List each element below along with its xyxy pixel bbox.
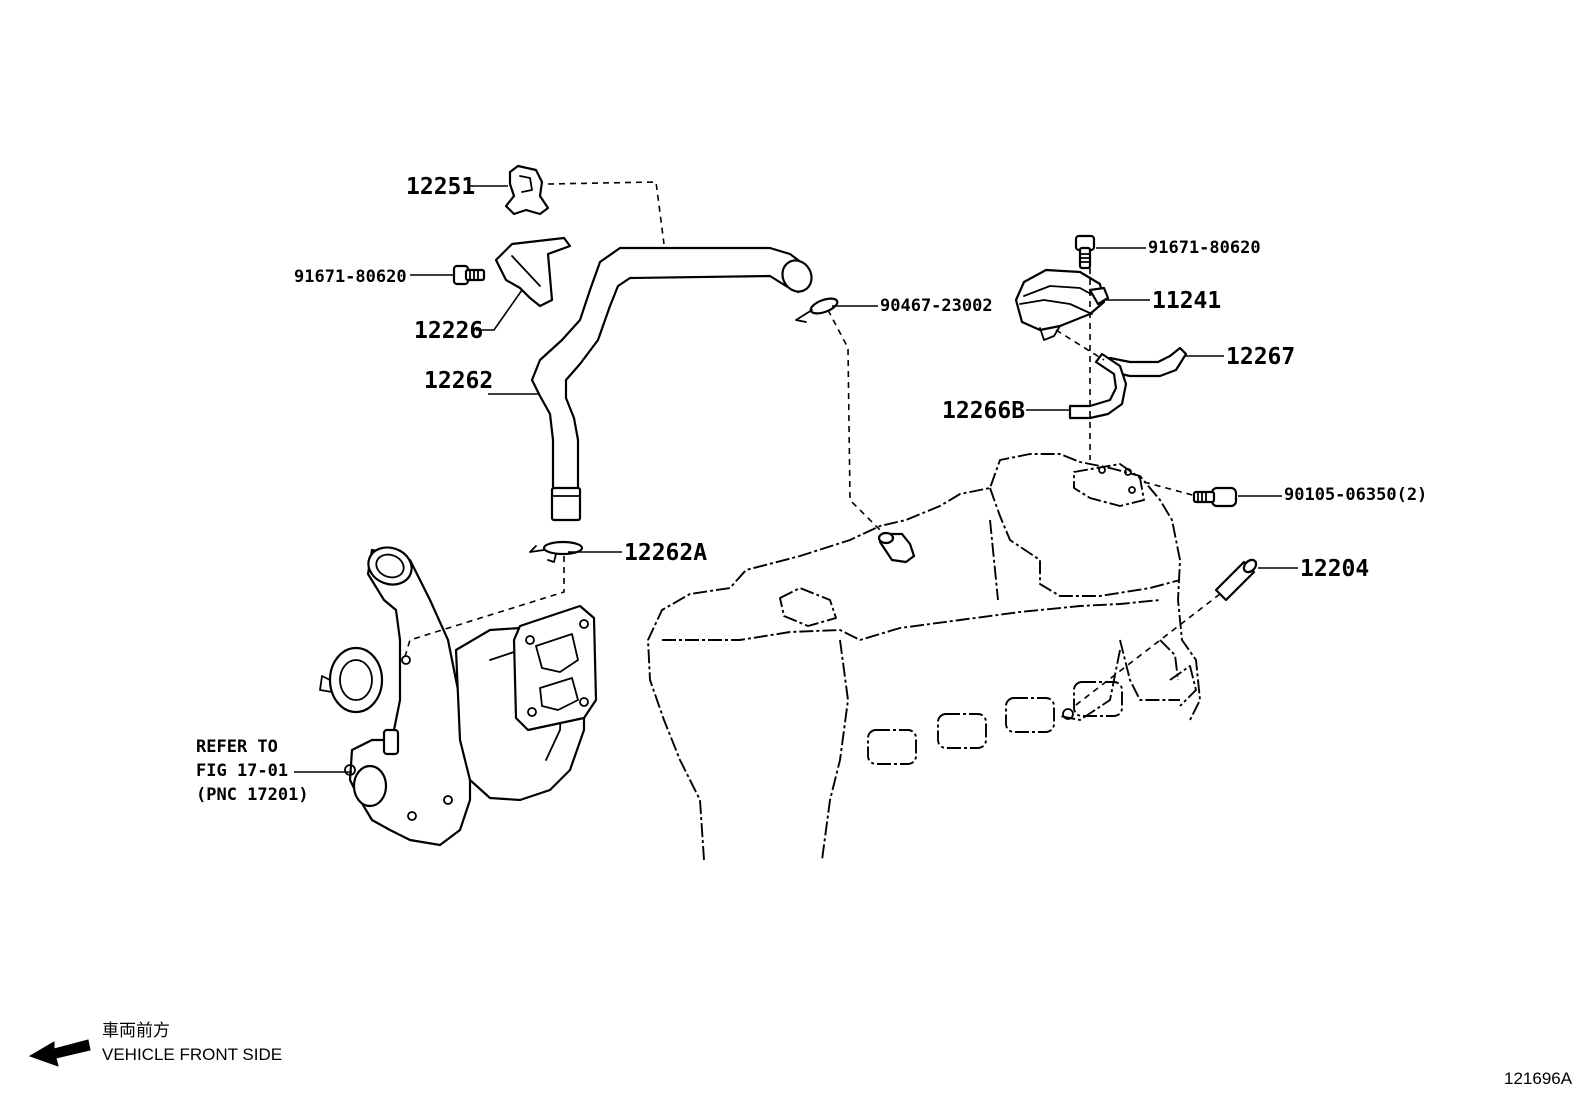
label-12226[interactable]: 12226 <box>414 318 483 344</box>
stud-12204 <box>1214 558 1258 602</box>
bolt-90105 <box>1192 486 1238 508</box>
ventilation-hose-12262 <box>530 246 813 522</box>
part-labels: 12251 91671-80620 12226 12262 90467-2300… <box>294 174 1427 582</box>
label-90105[interactable]: 90105-06350(2) <box>1284 485 1427 505</box>
label-90467[interactable]: 90467-23002 <box>880 296 993 316</box>
hose-12266B <box>1068 352 1128 420</box>
reference-line-1: REFER TO <box>196 737 278 757</box>
label-91671-right[interactable]: 91671-80620 <box>1148 238 1261 258</box>
bolt-91671-right <box>1074 234 1096 270</box>
hose-clamp-12251 <box>504 164 550 216</box>
figure-number: 121696A <box>1504 1069 1573 1088</box>
reference-line-3: (PNC 17201) <box>196 785 309 805</box>
front-arrow-icon <box>28 1039 91 1067</box>
hose-clamp-90467 <box>795 297 839 323</box>
label-91671-left[interactable]: 91671-80620 <box>294 267 407 287</box>
reference-line-2[interactable]: FIG 17-01 <box>196 761 288 781</box>
bolt-91671-left <box>452 264 486 286</box>
vehicle-front-indicator: 車両前方 VEHICLE FRONT SIDE <box>28 1021 282 1067</box>
label-12204[interactable]: 12204 <box>1300 556 1369 582</box>
label-12266B[interactable]: 12266B <box>942 398 1025 424</box>
assembly-lines <box>403 181 1221 709</box>
vehicle-front-en: VEHICLE FRONT SIDE <box>102 1045 282 1064</box>
engine-block-outline <box>647 453 1201 861</box>
reference-note: REFER TO FIG 17-01 (PNC 17201) <box>196 737 309 805</box>
bracket-12226 <box>494 236 572 308</box>
label-11241[interactable]: 11241 <box>1152 288 1221 314</box>
oil-separator-11241 <box>1014 268 1110 341</box>
leader-lines <box>294 185 1298 773</box>
label-12267[interactable]: 12267 <box>1226 344 1295 370</box>
turbocharger-assembly <box>319 546 598 847</box>
label-12262[interactable]: 12262 <box>424 368 493 394</box>
label-12262A[interactable]: 12262A <box>624 540 707 566</box>
label-12251[interactable]: 12251 <box>406 174 475 200</box>
hose-clamp-12262A <box>529 540 584 563</box>
vehicle-front-jp: 車両前方 <box>102 1021 170 1040</box>
